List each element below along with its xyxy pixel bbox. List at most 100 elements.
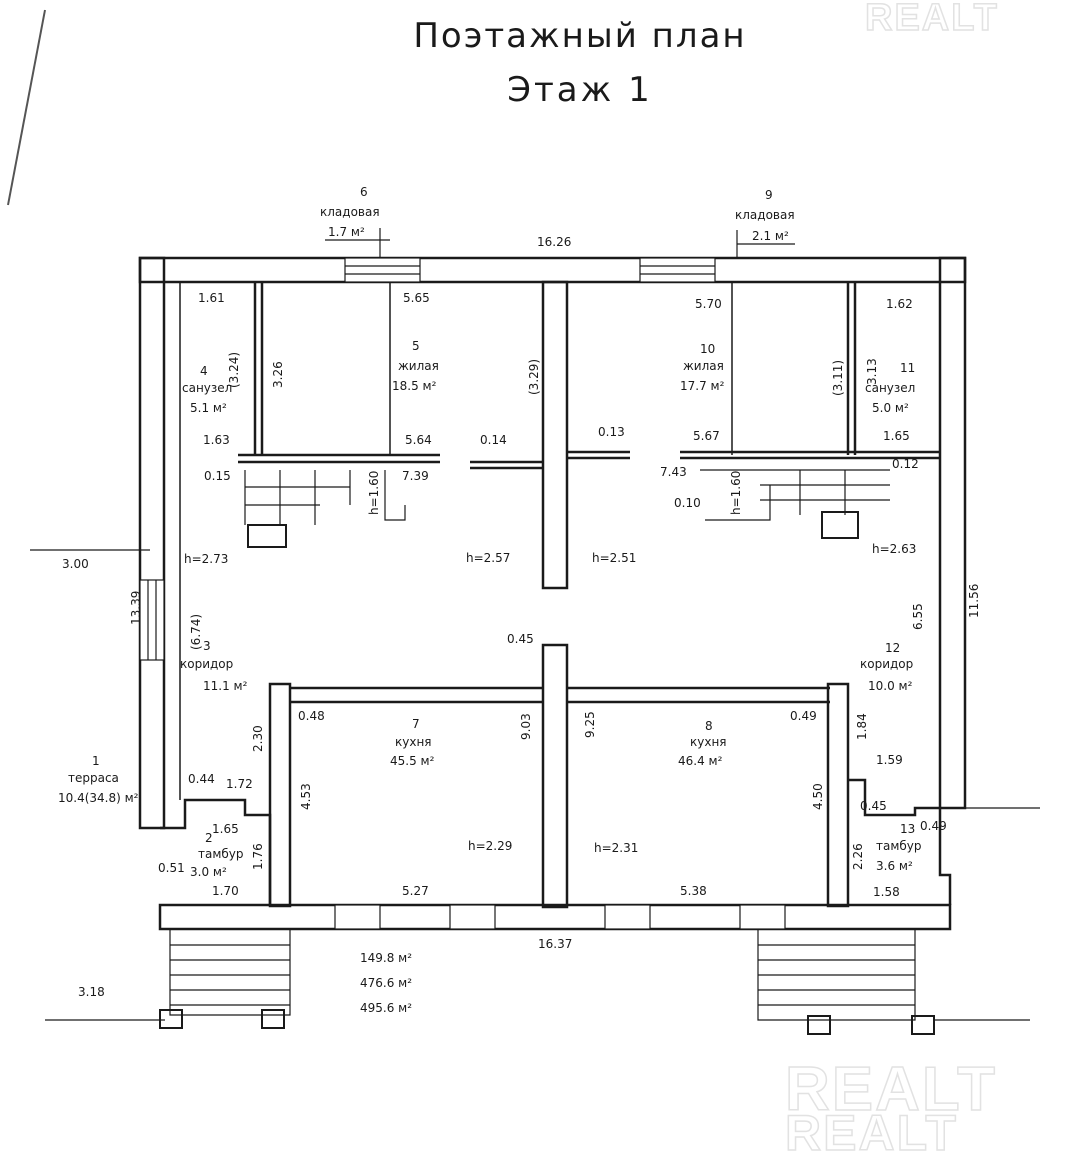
dim-0-49-a: 0.49 [790,709,817,723]
walls [138,256,967,931]
dim-1-76: 1.76 [251,843,265,870]
room-2-name: тамбур [198,847,244,861]
dim-5-67: 5.67 [693,429,720,443]
dim-1-65-b: 1.65 [212,822,239,836]
dim-1-70: 1.70 [212,884,239,898]
dim-3-11: (3.11) [831,360,845,396]
plan-title: Поэтажный план [413,16,747,56]
room-1-name: терраса [68,771,119,785]
window-bottom-3 [604,904,651,930]
room-8-num: 8 [705,719,713,733]
dim-0-48: 0.48 [298,709,325,723]
dim-5-64: 5.64 [405,433,432,447]
dim-5-27: 5.27 [402,884,429,898]
dim-3-24: (3.24) [227,352,241,388]
height-center-left: h=2.57 [466,551,510,565]
dim-1-72: 1.72 [226,777,253,791]
room-12-num: 12 [885,641,900,655]
dim-6-74: (6.74) [189,614,203,650]
dim-0-49-b: 0.49 [920,819,947,833]
dim-4-50: 4.50 [811,783,825,810]
dim-right-total: 11.56 [967,584,981,618]
stair-left [244,470,406,525]
room-7-name: кухня [395,735,432,749]
wall-bottom [158,903,952,931]
wall-center-upper [541,280,569,590]
window-top-1 [344,257,421,283]
room-10-area: 17.7 м² [680,379,725,393]
dim-0-51: 0.51 [158,861,185,875]
entrance-stairs-right [757,930,916,1021]
room-13-name: тамбур [876,839,922,853]
room-5-num: 5 [412,339,420,353]
height-stair-left: h=1.60 [367,471,381,515]
wall-vestibule-left [160,798,272,905]
room-10-name: жилая [683,359,724,373]
room-11-name: санузел [865,381,915,395]
dim-5-70: 5.70 [695,297,722,311]
room-8-area: 46.4 м² [678,754,723,768]
dim-0-45: 0.45 [507,632,534,646]
dim-4-53: 4.53 [299,783,313,810]
room-12-name: коридор [860,657,913,671]
room-12-area: 10.0 м² [868,679,913,693]
dim-6-55: 6.55 [911,603,925,630]
area-totals: 149.8 м² 476.6 м² 495.6 м² [360,951,412,1015]
dim-1-58: 1.58 [873,885,900,899]
room-9-num: 9 [765,188,773,202]
dim-0-10: 0.10 [674,496,701,510]
room-2-area: 3.0 м² [190,865,227,879]
dim-0-15: 0.15 [204,469,231,483]
dim-left-ext-bottom: 3.18 [78,985,105,999]
window-bottom-1 [334,904,381,930]
room-4-name: санузел [182,381,232,395]
dim-3-29: (3.29) [527,359,541,395]
room-11-num: 11 [900,361,915,375]
room-1-num: 1 [92,754,100,768]
dim-5-65: 5.65 [403,291,430,305]
entrance-stairs-left [169,930,291,1016]
wall-right [938,256,967,810]
room-6-name: кладовая [320,205,380,219]
dimensions: 16.26 16.37 13.39 11.56 3.00 3.18 1.61 5… [62,235,981,999]
dim-1-61: 1.61 [198,291,225,305]
room-7-area: 45.5 м² [390,754,435,768]
dim-1-84: 1.84 [855,713,869,740]
dim-0-14: 0.14 [480,433,507,447]
total-area-2: 476.6 м² [360,976,412,990]
room-9-name: кладовая [735,208,795,222]
wall-top [138,256,967,284]
window-bottom-4 [739,904,786,930]
dim-1-65: 1.65 [883,429,910,443]
dim-bottom-total: 16.37 [538,937,572,951]
window-left [139,579,165,661]
total-area-3: 495.6 м² [360,1001,412,1015]
wall-kitchen-right [826,682,850,908]
room-5-area: 18.5 м² [392,379,437,393]
height-center-right: h=2.51 [592,551,636,565]
dim-0-13: 0.13 [598,425,625,439]
dim-9-25: 9.25 [583,711,597,738]
room-1-area: 10.4(34.8) м² [58,791,139,805]
dim-top-total: 16.26 [537,235,571,249]
height-kitchen-left: h=2.29 [468,839,512,853]
scan-edge [7,9,46,206]
stairs [159,469,935,1035]
dim-left-total: 13.39 [129,591,143,625]
dim-9-03: 9.03 [519,713,533,740]
window-bottom-2 [449,904,496,930]
height-kitchen-right: h=2.31 [594,841,638,855]
room-9-area: 2.1 м² [752,229,789,243]
room-10-num: 10 [700,342,715,356]
window-top-2 [639,257,716,283]
dim-0-12: 0.12 [892,457,919,471]
heights: h=2.73 h=2.57 h=2.51 h=2.63 h=2.29 h=2.3… [184,471,916,855]
dim-left-ext: 3.00 [62,557,89,571]
room-labels: 6 кладовая 1.7 м² 9 кладовая 2.1 м² 4 са… [58,185,922,879]
dim-1-63: 1.63 [203,433,230,447]
room-3-name: коридор [180,657,233,671]
height-right-corridor: h=2.63 [872,542,916,556]
wall-kitchen-left [268,682,292,908]
dim-1-62: 1.62 [886,297,913,311]
